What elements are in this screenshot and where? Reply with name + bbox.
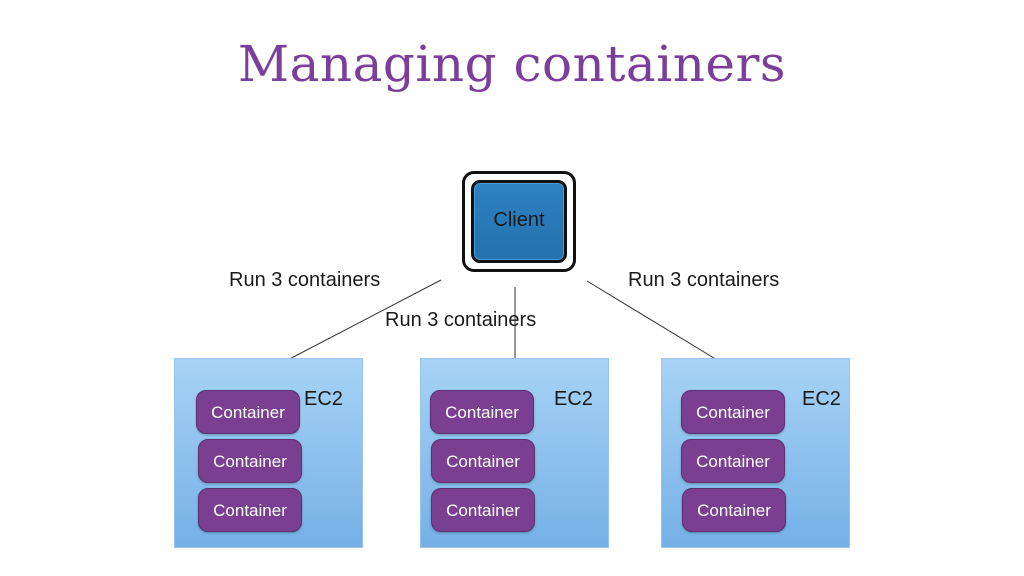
edge-label-left: Run 3 containers [229,269,381,291]
container-box: Container [431,488,535,532]
client-node: Client [462,171,576,272]
arrow-to-ec2-right [586,280,733,370]
edge-label-middle: Run 3 containers [385,309,537,331]
container-box: Container [431,439,535,483]
container-box: Container [681,390,785,434]
ec2-host: EC2 Container Container Container [174,358,363,548]
ec2-host: EC2 Container Container Container [420,358,609,548]
container-box: Container [198,488,302,532]
container-box: Container [196,390,300,434]
client-screen: Client [471,180,567,263]
container-box: Container [682,488,786,532]
ec2-label: EC2 [802,388,841,410]
ec2-label: EC2 [304,388,343,410]
client-label: Client [493,209,545,231]
container-box: Container [198,439,302,483]
container-box: Container [430,390,534,434]
slide-title: Managing containers [237,35,787,93]
edge-label-right: Run 3 containers [628,269,780,291]
ec2-host: EC2 Container Container Container [661,358,850,548]
ec2-label: EC2 [554,388,593,410]
container-box: Container [681,439,785,483]
